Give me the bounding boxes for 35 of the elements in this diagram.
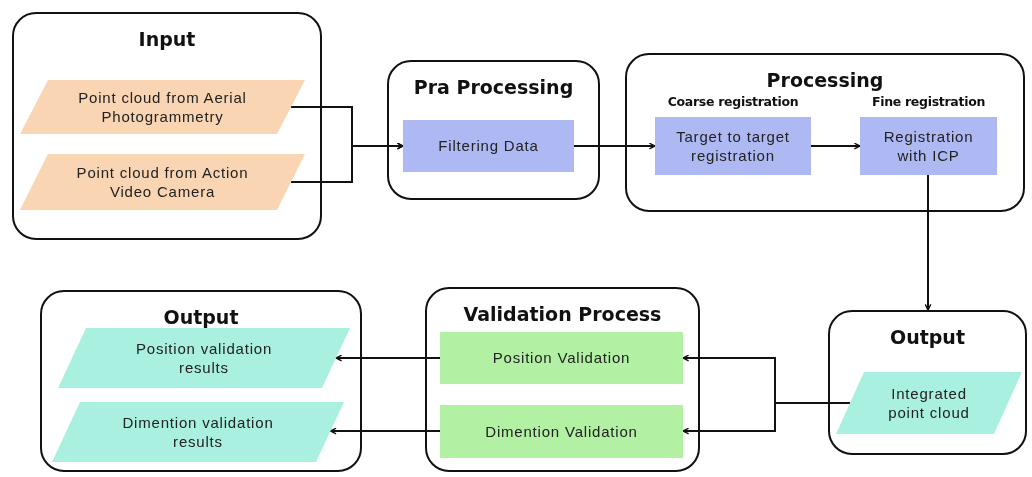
group-panel [12,12,322,240]
group-title: Processing [765,69,885,91]
group-title: Pra Processing [412,76,575,98]
group-title: Output [162,306,240,328]
data-parallelogram [836,372,1022,434]
shape-text: Position validation results [134,338,274,378]
group-panel [40,290,362,472]
group-title: Input [137,28,197,50]
group-panel [625,53,1025,212]
process-box: Filtering Data [403,120,574,172]
shape-text: Dimention validation results [121,412,275,452]
data-parallelogram [58,328,350,388]
arrow [329,427,441,435]
group-panel [828,310,1027,455]
arrow [924,174,932,311]
arrow [810,142,861,150]
step-heading: Coarse registration [666,94,800,109]
group-title: Output [889,326,966,348]
data-parallelogram [20,154,305,210]
step-heading: Fine registration [870,94,987,109]
group-panel [425,287,700,472]
arrow [290,142,404,183]
process-box: Registration with ICP [860,117,997,175]
process-box: Dimention Validation [440,405,683,458]
data-parallelogram [52,402,344,462]
group-panel [387,60,600,200]
shape-text: Integrated point cloud [887,383,971,423]
data-parallelogram [20,80,305,134]
group-title: Validation Process [462,303,663,325]
shape-text: Point cloud from Aerial Photogrammetry [77,87,248,127]
process-box: Target to target registration [655,117,811,175]
process-box: Position Validation [440,332,683,384]
shape-text: Point cloud from Action Video Camera [75,162,250,202]
arrow [335,354,441,362]
arrow [573,142,656,150]
